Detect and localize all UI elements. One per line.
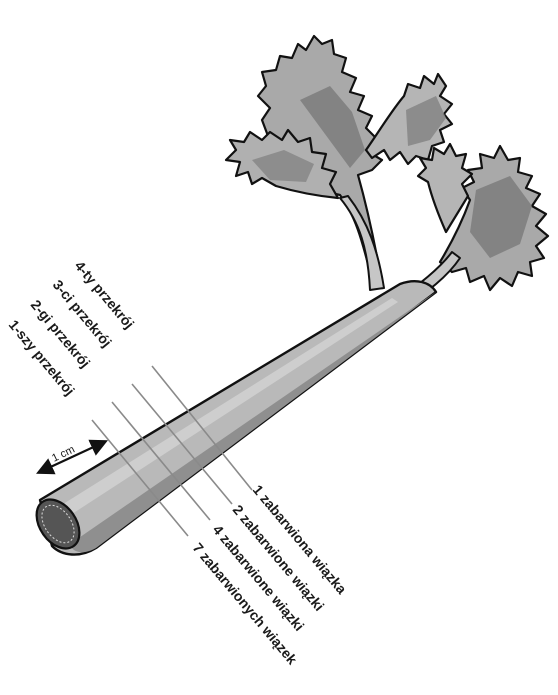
bundle-labels: 7 zabarwionych wiązek 4 zabarwione wiązk… <box>190 482 350 668</box>
stalk-highlight <box>60 298 398 514</box>
scale-indicator: 1 cm <box>44 443 100 470</box>
celery-leaves <box>226 36 548 306</box>
cut-labels: 1-szy przekrój 2-gi przekrój 3-ci przekr… <box>6 258 138 399</box>
